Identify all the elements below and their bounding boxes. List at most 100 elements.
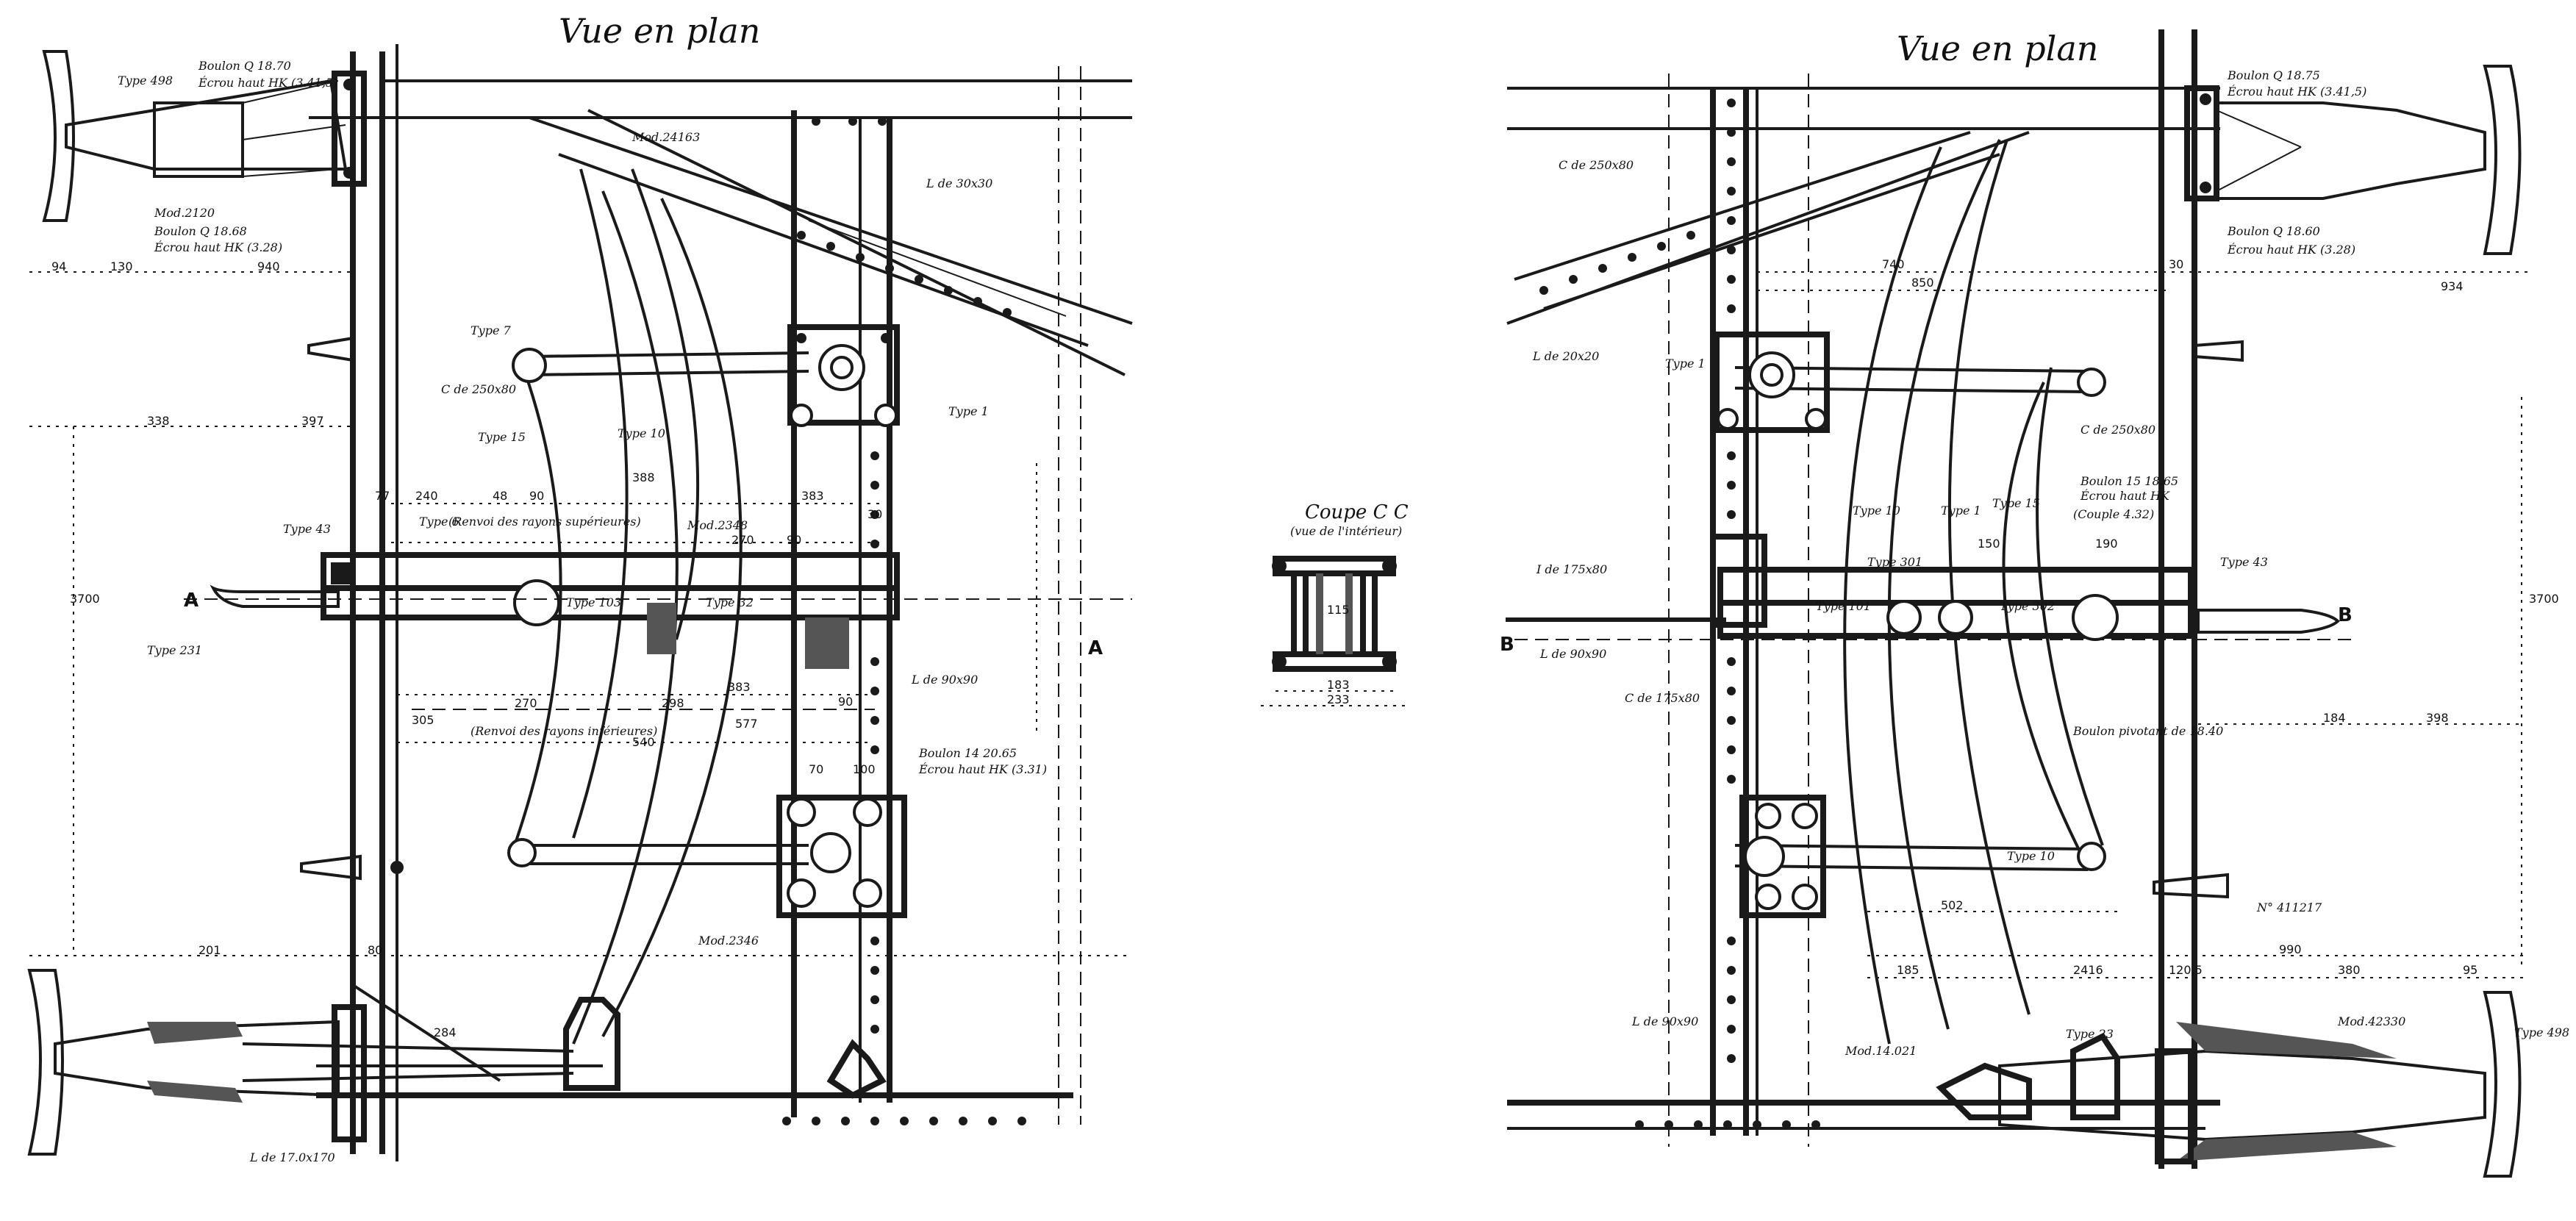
left-dim: 70: [809, 762, 823, 776]
right-dimension-numbers: 740 850 934 30 150 190 184 398 502 3700 …: [1882, 257, 2559, 977]
left-label-mod-2348: Mod.2348: [687, 518, 748, 532]
right-top-axle-hub: [2184, 65, 2522, 255]
left-label-type-498: Type 498: [118, 74, 173, 87]
left-dim: 284: [434, 1025, 457, 1039]
left-label-type-15: Type 15: [478, 430, 526, 444]
right-dim: 934: [2441, 279, 2464, 293]
left-dim: 383: [728, 680, 751, 694]
left-label-mod-24163: Mod.24163: [632, 130, 700, 144]
left-dim: 270: [731, 533, 754, 547]
left-dim: 383: [801, 489, 824, 503]
left-dimension-lines: [29, 271, 1132, 956]
right-labels: Boulon Q 18.75 Écrou haut HK (3.41,5) Bo…: [1500, 68, 2569, 1058]
right-section-marker-b: B: [1500, 634, 1514, 656]
right-label-boulon-2: Boulon Q 18.60: [2227, 224, 2320, 238]
right-diagonal-brace: [1506, 131, 2030, 325]
left-dim: 388: [632, 470, 655, 484]
right-dim: 2416: [2073, 963, 2103, 977]
left-label-mod-2346: Mod.2346: [698, 934, 759, 948]
left-dim: 130: [110, 259, 133, 273]
right-view-title: Vue en plan: [1897, 29, 2098, 68]
section-cc-view: Coupe C C (vue de l'intérieur) 115 183 2…: [1261, 501, 1409, 706]
left-labels: Type 498 Boulon Q 18.70 Écrou haut HK (3…: [118, 59, 1103, 1164]
left-top-mechanism: [787, 324, 900, 427]
right-plan-view: Vue en plan: [1500, 29, 2569, 1178]
right-section-marker-b2: B: [2338, 604, 2353, 626]
left-label-c-250: C de 250x80: [441, 382, 516, 396]
left-section-marker-a: A: [184, 590, 198, 612]
right-label-boulon-3: Boulon 15 18.65: [2080, 474, 2178, 488]
right-label-ecrou-top: Écrou haut HK (3.41,5): [2227, 84, 2366, 99]
left-dim: 397: [301, 414, 324, 428]
left-bottom-axle-hub: [27, 969, 574, 1156]
left-dim: 305: [412, 713, 434, 727]
left-label-type-32: Type 32: [706, 595, 754, 609]
right-dimension-lines: [1757, 271, 2529, 978]
left-label-mod-top: Mod.2120: [154, 206, 215, 220]
left-dim: 201: [198, 943, 221, 957]
right-mid-bracket: [1739, 795, 1826, 918]
left-dim: 338: [147, 414, 170, 428]
left-dim: 540: [632, 735, 655, 749]
right-dim: 190: [2095, 537, 2118, 551]
left-dim: 90: [529, 489, 544, 503]
right-label-type-101: Type 101: [1816, 599, 1871, 613]
left-mid-bracket: [776, 795, 907, 918]
left-plan-view: Vue en plan: [27, 11, 1133, 1164]
left-label-boulon-top: Boulon Q 18.70: [198, 59, 291, 73]
right-dim: 3700: [2529, 592, 2559, 606]
left-label-boulon-3: Boulon 14 20.65: [918, 746, 1017, 760]
left-dim: 298: [662, 696, 684, 710]
left-rivet-rows: [782, 117, 1026, 1125]
right-dim: 990: [2279, 942, 2302, 956]
right-side-fittings: [2153, 340, 2244, 899]
left-dim: 100: [853, 762, 876, 776]
left-cross-member: [184, 552, 1132, 710]
right-dim: 120,5: [2169, 963, 2203, 977]
left-side-fittings: [300, 336, 404, 881]
left-dim: 48: [493, 489, 507, 503]
right-dim: 380: [2338, 963, 2361, 977]
right-dim: 850: [1911, 276, 1934, 290]
left-dim: 77: [375, 489, 390, 503]
right-dim: 184: [2323, 711, 2346, 725]
right-dim: 398: [2426, 711, 2449, 725]
left-label-type-231: Type 231: [147, 643, 202, 657]
right-label-pivote: Boulon pivotant de 18.40: [2072, 724, 2223, 738]
left-label-type-10: Type 10: [618, 426, 665, 440]
right-label-type-302: Type 302: [2000, 599, 2055, 613]
right-label-type-301: Type 301: [1867, 555, 1922, 569]
left-dim: 90: [838, 695, 853, 709]
right-label-l-20: L de 20x20: [1532, 349, 1599, 363]
section-dim: 233: [1327, 692, 1350, 706]
left-dim: 80: [368, 943, 382, 957]
left-top-axle-hub: [42, 50, 367, 222]
left-label-ecrou-3: Écrou haut HK (3.31): [918, 762, 1047, 776]
right-dim: 740: [1882, 257, 1905, 271]
section-dim: 183: [1327, 678, 1350, 692]
left-dim: 3700: [70, 592, 100, 606]
left-label-renvoi-inf: (Renvoi des rayons inférieures): [471, 724, 657, 738]
left-label-renvoi-sup: (Renvoi des rayons supérieures): [448, 515, 641, 529]
left-dim: 577: [735, 717, 758, 731]
right-label-nr: N° 411217: [2256, 900, 2322, 914]
right-label-type-10b: Type 10: [2007, 849, 2055, 863]
left-dim: 270: [515, 696, 537, 710]
right-bottom-bracket: [1936, 1032, 2120, 1120]
section-title: Coupe C C: [1305, 501, 1409, 523]
left-label-type-103: Type 103: [566, 595, 621, 609]
left-label-type-7: Type 7: [471, 323, 512, 337]
right-dim: 150: [1978, 537, 2000, 551]
left-frame-members: [309, 44, 1132, 1161]
left-label-ecrou-top: Écrou haut HK (3.41,5): [198, 75, 337, 90]
left-dim: 30: [867, 507, 882, 521]
right-label-ecrou-3: Écrou haut HK: [2080, 488, 2170, 503]
left-label-ecrou-2: Écrou haut HK (3.28): [154, 240, 282, 254]
right-top-mechanism: [1714, 332, 1830, 433]
right-label-c-250: C de 250x80: [1559, 158, 1634, 172]
right-label-type-1: Type 1: [1665, 357, 1706, 370]
right-label-type-10: Type 10: [1853, 504, 1900, 518]
right-label-type-23: Type 23: [2066, 1027, 2114, 1041]
right-label-mod-bottom-right: Mod.42330: [2337, 1014, 2405, 1028]
